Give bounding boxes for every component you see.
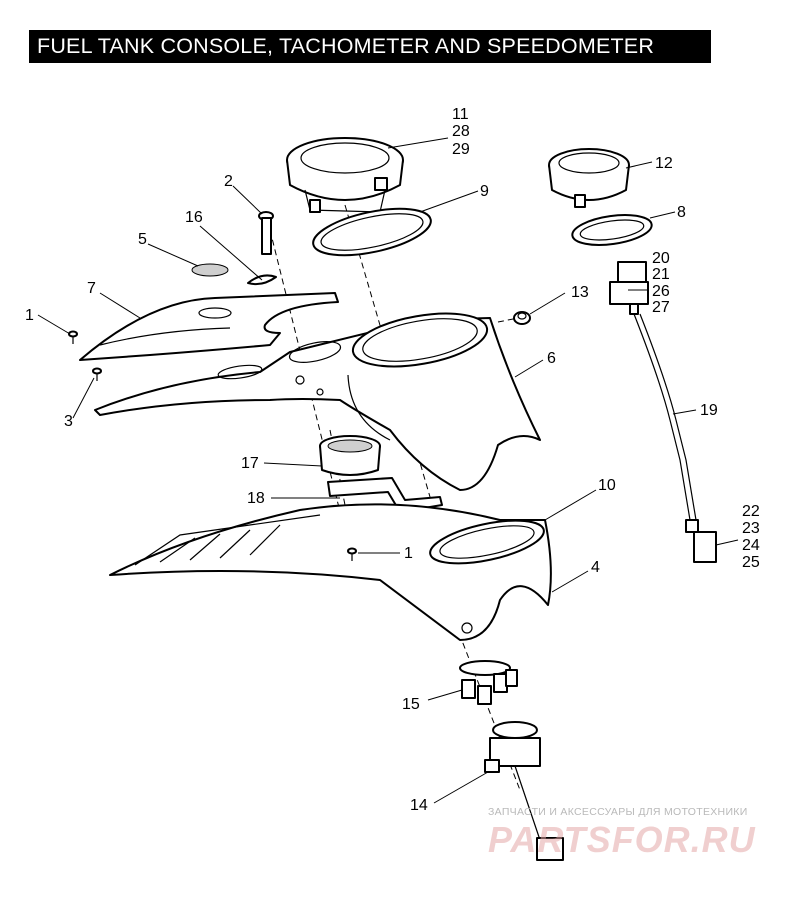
callout-20: 20 (652, 250, 670, 267)
screw-small-left (92, 367, 102, 381)
callout-24: 24 (742, 537, 760, 554)
speedometer-part (548, 148, 630, 208)
grommet-part (191, 263, 229, 277)
callout-19: 19 (700, 402, 718, 419)
speedometer-gasket-ring (571, 214, 653, 246)
lower-console-frame (109, 503, 552, 641)
callout-1-upper: 1 (25, 307, 34, 324)
callout-4: 4 (591, 559, 600, 576)
callout-13: 13 (571, 284, 589, 301)
callout-27: 27 (652, 299, 670, 316)
callout-2: 2 (224, 173, 233, 190)
screw-small-lower (347, 547, 357, 561)
page-title: FUEL TANK CONSOLE, TACHOMETER AND SPEEDO… (29, 30, 711, 63)
tachometer-gasket-ring (312, 207, 432, 257)
callout-7: 7 (87, 280, 96, 297)
watermark-brand: PARTSFOR.RU (488, 819, 756, 860)
bracket-block-part (319, 435, 381, 476)
switch-connector-part (459, 660, 518, 705)
callout-5: 5 (138, 231, 147, 248)
callout-10: 10 (598, 477, 616, 494)
speed-sensor-harness (609, 261, 717, 563)
callout-8: 8 (677, 204, 686, 221)
callout-15: 15 (402, 696, 420, 713)
callout-22: 22 (742, 503, 760, 520)
tachometer-part (286, 137, 404, 213)
callout-1-lower: 1 (404, 545, 413, 562)
screw-part (258, 211, 274, 255)
callout-28: 28 (452, 123, 470, 140)
console-top-panel (79, 292, 339, 361)
callout-9: 9 (480, 183, 489, 200)
callout-16: 16 (185, 209, 203, 226)
callout-17: 17 (241, 455, 259, 472)
console-body (94, 312, 541, 491)
callout-18: 18 (247, 490, 265, 507)
bracket-plate-part (327, 477, 443, 513)
callout-21: 21 (652, 266, 670, 283)
callout-labels: 11 28 29 12 2 9 16 8 5 20 21 26 27 7 13 … (25, 106, 760, 814)
callout-12: 12 (655, 155, 673, 172)
callout-3: 3 (64, 413, 73, 430)
callout-leaders (37, 137, 739, 804)
callout-6: 6 (547, 350, 556, 367)
callout-29: 29 (452, 141, 470, 158)
callout-23: 23 (742, 520, 760, 537)
watermark-tagline: ЗАПЧАСТИ И АКСЕССУАРЫ ДЛЯ МОТОТЕХНИКИ (488, 806, 748, 818)
plug-part (513, 311, 531, 325)
callout-11: 11 (452, 106, 469, 123)
callout-26: 26 (652, 283, 670, 300)
callout-25: 25 (742, 554, 760, 571)
speedometer-mount-gasket (429, 519, 545, 565)
callout-14: 14 (410, 797, 428, 814)
screw-small-upper (68, 330, 78, 344)
ignition-switch-part (484, 721, 564, 861)
